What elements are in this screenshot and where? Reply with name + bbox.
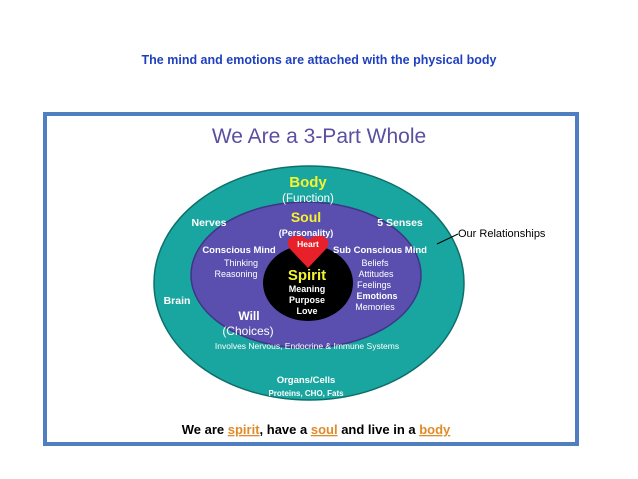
- conscious-mind-label: Conscious Mind: [202, 245, 276, 256]
- subconscious-item: Feelings: [357, 280, 392, 290]
- body-sub: (Function): [282, 193, 334, 205]
- nerves-label: Nerves: [191, 217, 226, 229]
- will-label: Will: [238, 309, 259, 323]
- relationships-label: Our Relationships: [458, 228, 546, 240]
- heart-icon: [287, 235, 329, 268]
- body-label: Body: [289, 174, 327, 191]
- soul-sub: (Personality): [279, 228, 334, 238]
- spirit-item: Love: [296, 306, 317, 316]
- soul-label: Soul: [291, 209, 321, 225]
- subconscious-item: Emotions: [356, 291, 397, 301]
- footer-soul: soul: [311, 422, 338, 437]
- spirit-label: Spirit: [288, 267, 326, 284]
- five-senses-label: 5 Senses: [377, 217, 423, 229]
- brain-label: Brain: [164, 295, 191, 307]
- footer-spirit: spirit: [228, 422, 260, 437]
- spirit-item: Meaning: [289, 284, 326, 294]
- footer-body: body: [419, 422, 451, 437]
- page-caption: The mind and emotions are attached with …: [141, 53, 497, 67]
- spirit-ellipse: [263, 245, 353, 321]
- subconscious-item: Beliefs: [361, 258, 389, 268]
- will-sub: (Choices): [222, 324, 273, 338]
- footer-sentence: We are spirit, have a soul and live in a…: [182, 422, 451, 437]
- callout-line: [436, 233, 459, 245]
- subconscious-item: Memories: [355, 302, 395, 312]
- diagram-title: We Are a 3-Part Whole: [212, 125, 426, 148]
- heart-label: Heart: [297, 239, 319, 249]
- organs-label: Organs/Cells: [277, 375, 336, 386]
- spirit-item: Purpose: [289, 295, 325, 305]
- conscious-item: Reasoning: [214, 269, 257, 279]
- organs-sub: Proteins, CHO, Fats: [268, 389, 344, 398]
- conscious-item: Thinking: [224, 258, 258, 268]
- subconscious-mind-label: Sub Conscious Mind: [333, 245, 427, 256]
- systems-label: Involves Nervous, Endocrine & Immune Sys…: [215, 341, 399, 351]
- subconscious-item: Attitudes: [358, 269, 394, 279]
